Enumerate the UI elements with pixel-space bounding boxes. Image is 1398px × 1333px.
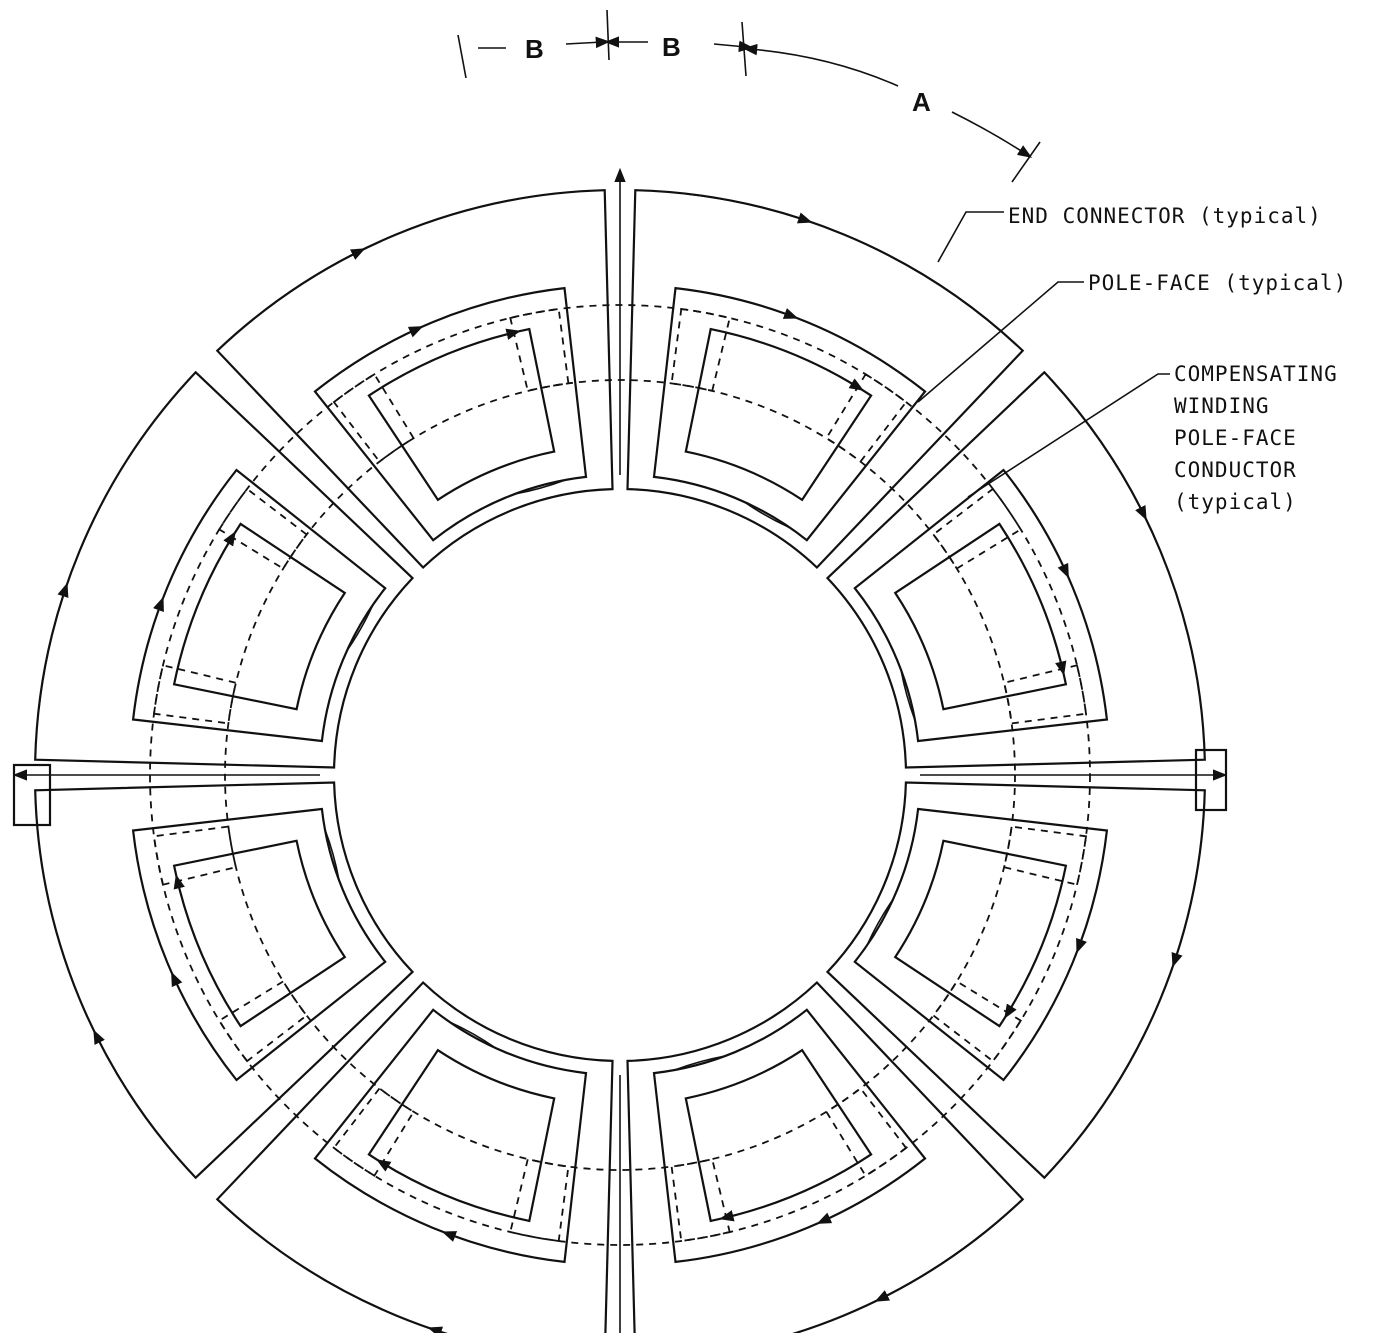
- pole-face: [367, 1048, 556, 1223]
- compensating-conductor: [152, 664, 237, 725]
- face-arrow: [452, 328, 521, 353]
- pole-winding: [34, 781, 415, 1180]
- dimension-b-right: B: [662, 32, 681, 62]
- current-arrow: [255, 248, 366, 318]
- pole-face: [172, 839, 347, 1028]
- pole-face: [684, 327, 873, 502]
- loop-arrow: [1023, 497, 1069, 579]
- pole-winding: [215, 980, 614, 1333]
- face-arrow: [173, 874, 198, 943]
- current-arrow: [38, 582, 69, 709]
- loop-arrow: [816, 1178, 898, 1224]
- pole-face-label: POLE-FACE (typical): [1088, 271, 1347, 295]
- compensating-line-5: (typical): [1174, 490, 1297, 514]
- compensating-conductor: [332, 373, 415, 463]
- dimension-b-left: B: [525, 34, 544, 64]
- face-arrow: [801, 356, 864, 391]
- end-connector: [215, 189, 614, 570]
- current-arrow: [874, 1232, 985, 1302]
- right-terminal: [1194, 748, 1228, 812]
- compensating-conductor: [509, 1158, 570, 1243]
- current-arrow: [1171, 841, 1202, 968]
- pole-winding: [825, 781, 1206, 1180]
- inner-dashed-ring: [149, 304, 1091, 1246]
- compensating-conductor: [932, 487, 1022, 570]
- pole-group: [12, 167, 1228, 1333]
- loop-arrow: [137, 596, 164, 686]
- pole-face: [893, 522, 1068, 711]
- compensating-conductor: [332, 1087, 415, 1177]
- winding-loop-outer: [313, 1008, 588, 1264]
- callout-labels: END CONNECTOR (typical) POLE-FACE (typic…: [917, 204, 1347, 514]
- loop-arrow: [709, 292, 799, 319]
- winding-loop-outer: [652, 1008, 927, 1264]
- inner-arc: [514, 479, 566, 495]
- compensating-conductor: [932, 980, 1022, 1063]
- current-arrow: [427, 1326, 448, 1333]
- inner-arc: [866, 898, 894, 946]
- end-connector: [626, 980, 1025, 1333]
- loop-arrow: [1076, 864, 1103, 954]
- dashed-rings: [149, 304, 1091, 1246]
- pole-winding: [825, 370, 1206, 769]
- face-arrow: [1004, 956, 1039, 1019]
- end-connector: [34, 370, 415, 769]
- compensating-conductor: [825, 373, 908, 463]
- face-arrow: [201, 531, 236, 594]
- dimension-a: A: [912, 87, 931, 117]
- end-connector: [825, 781, 1206, 1180]
- compensating-conductor: [218, 487, 308, 570]
- pole-face: [172, 522, 347, 711]
- inner-arc: [674, 1055, 726, 1071]
- end-connector: [626, 189, 1025, 570]
- compensating-conductor: [1003, 664, 1088, 725]
- current-arrow: [93, 1029, 163, 1140]
- pole-face: [684, 1048, 873, 1223]
- inner-arc: [324, 829, 340, 881]
- current-arrow: [1077, 410, 1147, 521]
- winding-loop-outer: [853, 468, 1109, 743]
- face-arrow: [1042, 607, 1067, 676]
- pole-face: [367, 327, 556, 502]
- outer-dashed-ring: [224, 379, 1016, 1171]
- face-arrow: [376, 1159, 439, 1194]
- dimension-annotations: B B A: [457, 9, 1041, 183]
- end-connector: [215, 980, 614, 1333]
- inner-arc: [743, 501, 791, 529]
- pole-winding: [626, 189, 1025, 570]
- pole-winding: [34, 370, 415, 769]
- loop-arrow: [171, 971, 217, 1053]
- current-arrow: [686, 193, 813, 224]
- compensating-line-4: CONDUCTOR: [1174, 458, 1297, 482]
- inner-arc: [900, 669, 916, 721]
- winding-loop-outer: [313, 286, 588, 542]
- compensating-conductor: [825, 1087, 908, 1177]
- end-connector-label: END CONNECTOR (typical): [1008, 204, 1322, 228]
- face-arrow: [719, 1197, 788, 1222]
- compensating-line-3: POLE-FACE: [1174, 426, 1297, 450]
- compensating-conductor: [218, 980, 308, 1063]
- compensating-line-1: COMPENSATING: [1174, 362, 1338, 386]
- winding-loop-outer: [131, 807, 387, 1082]
- left-terminal: [12, 763, 52, 827]
- pole-face: [893, 839, 1068, 1028]
- compensating-line-2: WINDING: [1174, 394, 1270, 418]
- winding-loop-outer: [853, 807, 1109, 1082]
- loop-arrow: [441, 1231, 531, 1258]
- inner-arc: [449, 1021, 497, 1049]
- winding-loop-outer: [652, 286, 927, 542]
- winding-loop-outer: [131, 468, 387, 743]
- pole-winding: [626, 980, 1025, 1333]
- end-connector: [825, 370, 1206, 769]
- end-connector: [34, 781, 415, 1180]
- inner-arc: [346, 604, 374, 652]
- loop-arrow: [342, 326, 424, 372]
- pole-winding: [215, 189, 614, 570]
